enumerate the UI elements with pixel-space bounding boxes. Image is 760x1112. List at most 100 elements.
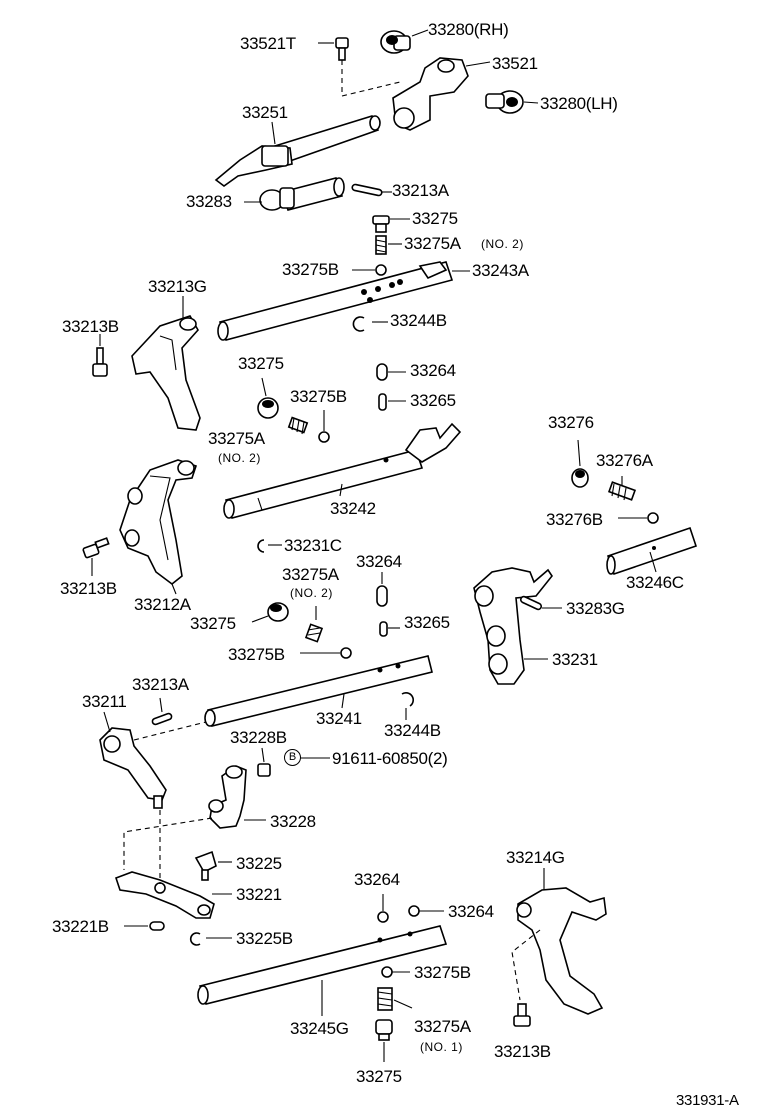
pin-33264-2 <box>376 585 388 607</box>
spring-33275A-top <box>375 235 387 255</box>
ball-33264-3 <box>377 911 389 923</box>
bolt-33213B-2 <box>82 537 110 559</box>
label-33264-2: 33264 <box>356 552 402 571</box>
bolt-33213B-3 <box>513 1003 531 1027</box>
label-33275-bot: 33275 <box>356 1067 402 1086</box>
clip-33244B-low <box>401 691 414 707</box>
label-33213B-2: 33213B <box>60 579 117 598</box>
label-33275B-top: 33275B <box>282 260 339 279</box>
label-33213A-top: 33213A <box>392 181 449 200</box>
plug-33276 <box>571 468 589 488</box>
label-33221: 33221 <box>236 885 282 904</box>
label-33213A-low: 33213A <box>132 675 189 694</box>
label-33225: 33225 <box>236 854 282 873</box>
label-33275B-mid: 33275B <box>290 387 347 406</box>
label-33275A-top: 33275A <box>404 234 461 253</box>
fork-33214G <box>516 887 607 1015</box>
bushing-33280-lh <box>485 90 524 114</box>
bolt-33213B-1 <box>92 347 108 377</box>
label-33275A-mid-no: (NO. 2) <box>218 451 261 465</box>
label-33242: 33242 <box>330 499 376 518</box>
label-33244B-2: 33244B <box>384 721 441 740</box>
label-33231C: 33231C <box>284 536 342 555</box>
plug-33275-low <box>267 602 289 622</box>
clip-33244B-top <box>352 316 365 332</box>
shaft-33245G <box>197 925 448 1005</box>
label-33228: 33228 <box>270 812 316 831</box>
pin-33283G <box>519 595 543 611</box>
label-33213G: 33213G <box>148 277 207 296</box>
clip-33231C <box>257 539 265 553</box>
label-33275-top: 33275 <box>412 209 458 228</box>
label-33275-low: 33275 <box>190 614 236 633</box>
label-33212A: 33212A <box>134 595 191 614</box>
label-33280-lh: 33280(LH) <box>540 94 618 113</box>
spring-33275A-mid <box>287 416 309 435</box>
label-33276: 33276 <box>548 413 594 432</box>
label-33275A-bot-no: (NO. 1) <box>420 1040 463 1054</box>
label-33283G: 33283G <box>566 599 625 618</box>
plug-33275-mid <box>257 397 279 419</box>
label-33275B-bot: 33275B <box>414 963 471 982</box>
ball-33275B-low <box>340 647 352 659</box>
label-33213B-1: 33213B <box>62 317 119 336</box>
label-b-mark: B <box>284 749 301 766</box>
label-33283: 33283 <box>186 192 232 211</box>
lever-33521 <box>392 57 469 131</box>
pin-33264-1 <box>376 363 388 381</box>
spring-33276A <box>607 481 637 501</box>
label-33244B-1: 33244B <box>390 311 447 330</box>
label-33275A-low: 33275A <box>282 565 339 584</box>
label-33275-mid: 33275 <box>238 354 284 373</box>
label-33211: 33211 <box>82 692 127 711</box>
label-33275B-low: 33275B <box>228 645 285 664</box>
plug-33275-top <box>372 215 390 233</box>
shaft-33246C <box>606 526 698 576</box>
pin-33265-1 <box>378 393 387 411</box>
label-33264-3: 33264 <box>354 870 400 889</box>
label-33251: 33251 <box>242 103 288 122</box>
pin-33213A-top <box>351 183 383 197</box>
ball-33276B <box>647 512 659 524</box>
label-91611-60850: 91611-60850(2) <box>332 749 448 768</box>
label-33214G: 33214G <box>506 848 565 867</box>
fork-33213G <box>131 315 201 431</box>
bolt-33521T <box>335 37 349 61</box>
label-33243A: 33243A <box>472 261 529 280</box>
part-33225 <box>194 850 217 881</box>
pin-33221B <box>149 921 165 931</box>
reference-code: 331931-A <box>676 1092 739 1109</box>
label-33264-1: 33264 <box>410 361 456 380</box>
label-33521T: 33521T <box>240 34 296 53</box>
label-33275A-mid: 33275A <box>208 429 265 448</box>
shaft-33241 <box>204 655 433 727</box>
label-33276A: 33276A <box>596 451 653 470</box>
fork-33212A <box>119 459 198 586</box>
shaft-33251 <box>214 115 381 187</box>
label-33241: 33241 <box>316 709 362 728</box>
label-33264-4: 33264 <box>448 902 494 921</box>
label-33275A-low-no: (NO. 2) <box>290 586 333 600</box>
shaft-33243A <box>217 261 454 341</box>
plug-33275-bot <box>375 1019 393 1041</box>
label-33213B-3: 33213B <box>494 1042 551 1061</box>
shaft-33242 <box>223 422 462 519</box>
bushing-33280-rh <box>380 30 411 54</box>
ball-33264-4 <box>408 905 420 917</box>
label-33265-1: 33265 <box>410 391 456 410</box>
spring-33275A-bot <box>377 987 393 1011</box>
label-33265-2: 33265 <box>404 613 450 632</box>
label-33275A-bot: 33275A <box>414 1017 471 1036</box>
label-33228B: 33228B <box>230 728 287 747</box>
label-33280-rh: 33280(RH) <box>428 20 509 39</box>
nut-33228B <box>257 763 271 777</box>
label-33276B: 33276B <box>546 510 603 529</box>
plate-33221 <box>114 871 215 919</box>
label-33225B: 33225B <box>236 929 293 948</box>
lever-33211 <box>99 727 167 809</box>
lever-33228 <box>208 765 247 829</box>
ball-33275B-bot <box>381 966 393 978</box>
block-33231 <box>473 567 553 685</box>
part-33283 <box>259 177 345 211</box>
